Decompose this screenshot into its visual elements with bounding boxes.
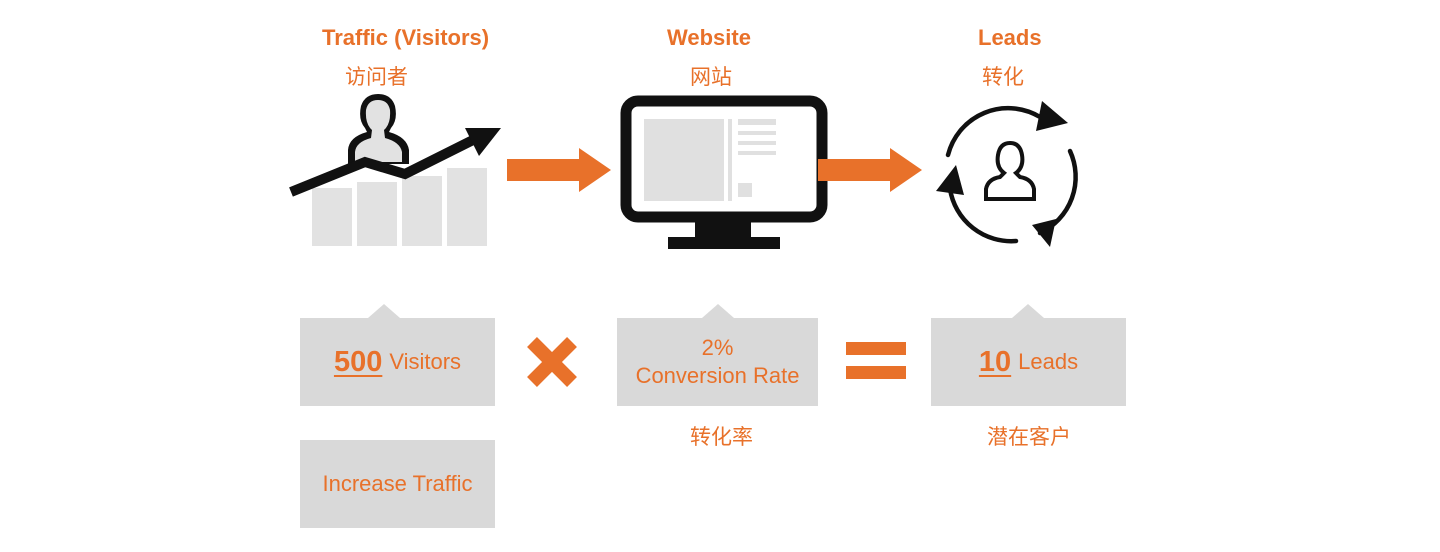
rate-box: 2% Conversion Rate — [617, 318, 818, 406]
stage-title-traffic: Traffic (Visitors) — [322, 25, 490, 50]
rate-number: 2% — [701, 335, 734, 360]
leads-number: 10 — [978, 345, 1012, 378]
monitor-icon — [620, 95, 828, 249]
rate-label: Conversion Rate — [635, 363, 800, 388]
leads-label: Leads — [1018, 349, 1079, 374]
visitors-label: Visitors — [389, 349, 462, 374]
traffic-growth-icon — [289, 94, 501, 246]
stage-title-website: Website — [667, 25, 751, 50]
rate-box-notch — [702, 304, 734, 318]
visitors-number: 500 — [333, 345, 383, 378]
leads-box: 10 Leads — [931, 318, 1126, 406]
multiply-icon — [527, 337, 577, 387]
stage-title-leads: Leads — [978, 25, 1042, 50]
flow-arrow-1 — [507, 148, 611, 192]
rate-caption: 转化率 — [690, 426, 753, 449]
leads-cycle-icon — [936, 101, 1078, 247]
stage-subtitle-traffic: 访问者 — [345, 66, 408, 89]
equals-icon — [846, 342, 906, 379]
visitors-box-notch — [368, 304, 400, 318]
increase-traffic-box: Increase Traffic — [300, 440, 495, 528]
stage-subtitle-leads: 转化 — [982, 66, 1024, 89]
leads-box-notch — [1012, 304, 1044, 318]
stage-subtitle-website: 网站 — [690, 66, 732, 89]
visitors-box: 500 Visitors — [300, 318, 495, 406]
flow-arrow-2 — [818, 148, 922, 192]
leads-caption: 潜在客户 — [987, 426, 1071, 449]
